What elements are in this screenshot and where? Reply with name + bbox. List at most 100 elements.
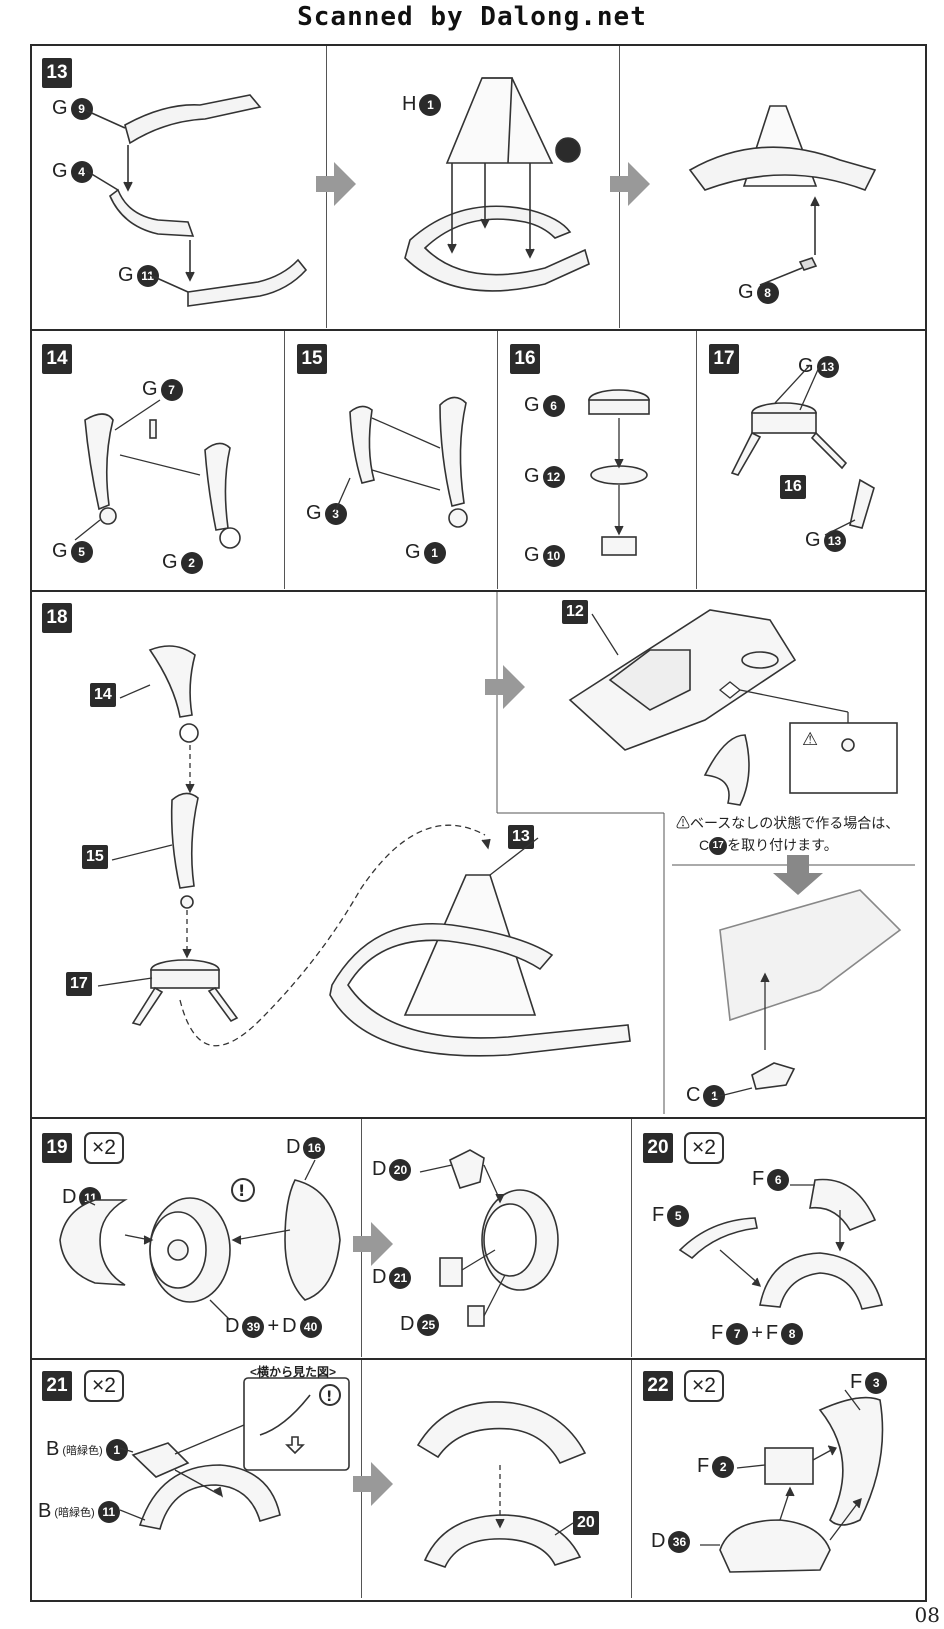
housing-d36: [719, 1519, 831, 1573]
step-22-number: 22: [643, 1371, 673, 1401]
caution-mark-icon: !: [231, 1178, 255, 1202]
plate-b1: [131, 1442, 190, 1478]
caution-mark-icon: !: [319, 1384, 341, 1406]
divider: [497, 331, 498, 589]
divider: [631, 1119, 632, 1357]
quantity-badge: ×2: [84, 1132, 124, 1164]
step-14-number: 14: [42, 344, 72, 374]
step-15-number: 15: [297, 344, 327, 374]
steps-19-20-illustration: !: [59, 1149, 883, 1327]
ring-13: [329, 923, 631, 1057]
down-arrow-icon: [285, 1436, 305, 1455]
leg-part-g5: [84, 413, 114, 511]
pin-g7: [149, 419, 157, 439]
step-18-illustration: ⚠: [97, 592, 915, 1114]
flow-arrow: [353, 1462, 393, 1506]
callout-17: 17: [66, 972, 92, 996]
svg-text:!: !: [326, 1389, 332, 1405]
armor-f6: [809, 1178, 877, 1231]
quantity-badge: ×2: [684, 1132, 724, 1164]
leg-part-g3: [349, 405, 375, 484]
part-d20: [449, 1149, 485, 1189]
divider: [696, 331, 697, 589]
tread-upper: [416, 1401, 587, 1465]
segment-g11: [187, 258, 308, 307]
step-17-number: 17: [709, 344, 739, 374]
block-g10: [601, 536, 637, 556]
tread-b11: [138, 1464, 281, 1530]
part-label-B11: B(暗緑色)11: [38, 1500, 120, 1523]
leg-part-g1: [439, 396, 467, 507]
callout-15: 15: [82, 845, 108, 869]
tread-lower-20: [423, 1514, 582, 1568]
ring-part-d11: [59, 1199, 128, 1286]
step-16-number: 16: [510, 344, 540, 374]
subassembly-16-callout: 16: [780, 475, 806, 499]
shield-f3: [818, 1396, 884, 1526]
down-arrow: [773, 855, 823, 895]
quantity-badge: ×2: [684, 1370, 724, 1402]
step-20-number: 20: [643, 1133, 673, 1163]
steps-14-17-illustration: [74, 364, 875, 556]
segment-g9: [124, 94, 262, 145]
block-f2: [764, 1447, 814, 1485]
step-13-number: 13: [42, 58, 72, 88]
caution-note: ⚠ベースなしの状態で作る場合は、: [676, 815, 900, 831]
divider: [284, 331, 285, 589]
warning-icon: ⚠: [802, 729, 818, 750]
flow-arrow: [610, 162, 650, 206]
armor-f5: [678, 1217, 758, 1260]
steps-14-17-panel: [30, 329, 927, 593]
callout-12: 12: [562, 600, 588, 624]
quantity-badge: ×2: [84, 1370, 124, 1402]
callout-14: 14: [90, 683, 116, 707]
page-number: 08: [914, 1603, 940, 1627]
svg-text:!: !: [238, 1181, 245, 1200]
divider: [631, 1360, 632, 1598]
flow-arrow: [353, 1222, 393, 1266]
segment-g4: [109, 188, 195, 237]
step-18-number: 18: [42, 603, 72, 633]
leg-mount: [703, 734, 750, 806]
part-d21: [439, 1257, 463, 1287]
part-label-B1: B(暗緑色)1: [46, 1438, 128, 1461]
flow-arrow: [316, 162, 356, 206]
ring-part-d16: [284, 1179, 341, 1301]
side-view-label: <横から見た図>: [250, 1365, 337, 1379]
flow-arrow: [485, 665, 525, 709]
step-13-illustration: [84, 77, 877, 307]
subassembly-20-callout: 20: [573, 1511, 599, 1535]
leg-part-g2: [204, 442, 231, 531]
step-19-number: 19: [42, 1133, 72, 1163]
armor-f7-f8: [759, 1252, 883, 1310]
scan-credit-header: Scanned by Dalong.net: [297, 2, 647, 32]
